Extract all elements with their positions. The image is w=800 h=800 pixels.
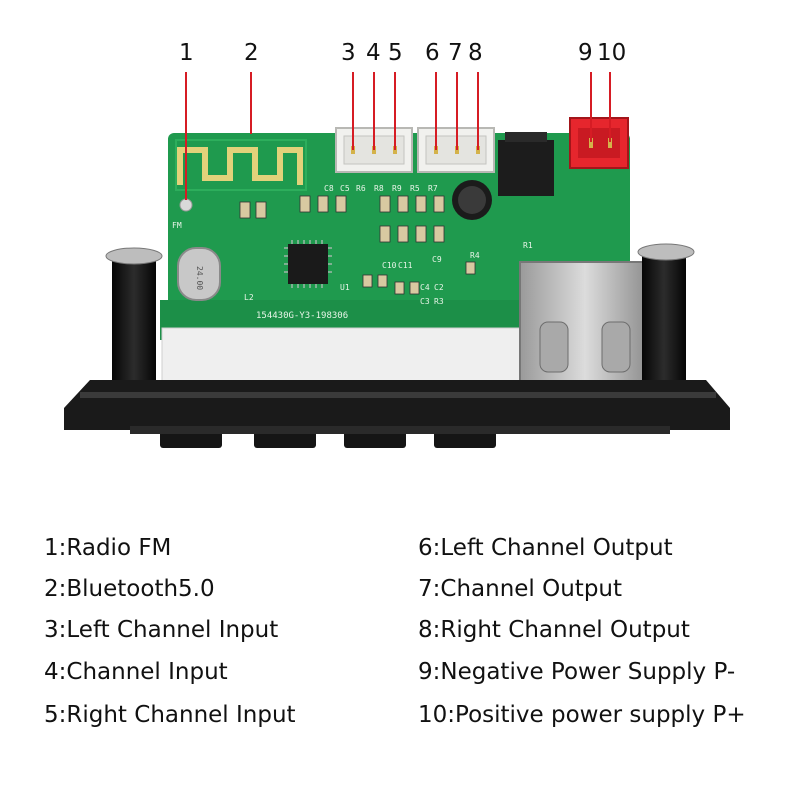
silk-r6: R6	[356, 184, 366, 193]
left-screw-head	[105, 247, 163, 265]
silk-r3: R3	[434, 297, 444, 306]
callout-10: 10	[597, 40, 627, 66]
voltage-regulator	[498, 140, 554, 196]
left-mounting-post	[112, 258, 156, 388]
silk-c2: C2	[434, 283, 444, 292]
legend-item-10: 10:Positive power supply P+	[418, 702, 746, 728]
radio-fm-pad	[179, 198, 193, 212]
silk-c9: C9	[432, 255, 442, 264]
silk-r4: R4	[470, 251, 480, 260]
legend-item-8: 8:Right Channel Output	[418, 617, 690, 643]
callout-8: 8	[468, 40, 483, 66]
silk-c5: C5	[340, 184, 350, 193]
silk-c4: C4	[420, 283, 430, 292]
silk-c11: C11	[398, 261, 413, 270]
callout-1: 1	[179, 40, 194, 66]
legend-item-5: 5:Right Channel Input	[44, 702, 296, 728]
chip-pins	[284, 240, 332, 288]
crystal-oscillator	[177, 247, 221, 301]
fm-silkscreen: FM	[172, 221, 182, 230]
front-housing	[64, 380, 730, 430]
right-screw-head	[637, 243, 695, 261]
right-mounting-post	[642, 256, 686, 388]
capacitor-top	[458, 186, 486, 214]
front-panel-strip	[161, 327, 523, 383]
legend-item-9: 9:Negative Power Supply P-	[418, 659, 736, 685]
legend-item-7: 7:Channel Output	[418, 576, 623, 602]
legend-item-2: 2:Bluetooth5.0	[44, 576, 215, 602]
callout-4: 4	[366, 40, 381, 66]
legend-item-3: 3:Left Channel Input	[44, 617, 279, 643]
module-photo: FM C8 C5 R6 R8 R9	[64, 72, 730, 448]
power-connector-slot	[578, 128, 620, 158]
silk-c3: C3	[420, 297, 430, 306]
callout-7: 7	[448, 40, 463, 66]
bluetooth-antenna-trace	[177, 147, 303, 185]
silk-l2: L2	[244, 293, 254, 302]
usb-slot-left	[539, 321, 569, 373]
callout-6: 6	[425, 40, 440, 66]
usb-slot-right	[601, 321, 631, 373]
housing-base	[130, 426, 670, 434]
callout-9: 9	[578, 40, 593, 66]
silk-c8: C8	[324, 184, 334, 193]
module-illustration: FM C8 C5 R6 R8 R9	[64, 40, 730, 448]
regulator-tab	[505, 132, 547, 142]
part-number-silkscreen: 154430G-Y3-198306	[256, 311, 348, 321]
callout-5: 5	[388, 40, 403, 66]
legend-item-1: 1:Radio FM	[44, 535, 172, 561]
smd-component-row	[239, 195, 476, 295]
antenna-ground-plane	[175, 139, 307, 191]
silk-r7: R7	[428, 184, 438, 193]
legend-item-6: 6:Left Channel Output	[418, 535, 673, 561]
silk-r9: R9	[392, 184, 402, 193]
callout-3: 3	[341, 40, 356, 66]
silk-r8: R8	[374, 184, 384, 193]
crystal-label: 24.00	[195, 266, 204, 290]
housing-highlight	[80, 392, 716, 398]
silk-u1: U1	[340, 283, 350, 292]
silk-r5: R5	[410, 184, 420, 193]
silk-r1: R1	[523, 241, 533, 250]
callout-leader-lines	[185, 72, 611, 200]
callout-2: 2	[244, 40, 259, 66]
main-ic-chip	[288, 244, 328, 284]
silkscreen-labels: C8 C5 R6 R8 R9 R5 R7 R1 R4 C4 C2 C3 R3 C…	[244, 184, 533, 306]
silk-c10: C10	[382, 261, 397, 270]
legend-item-4: 4:Channel Input	[44, 659, 228, 685]
